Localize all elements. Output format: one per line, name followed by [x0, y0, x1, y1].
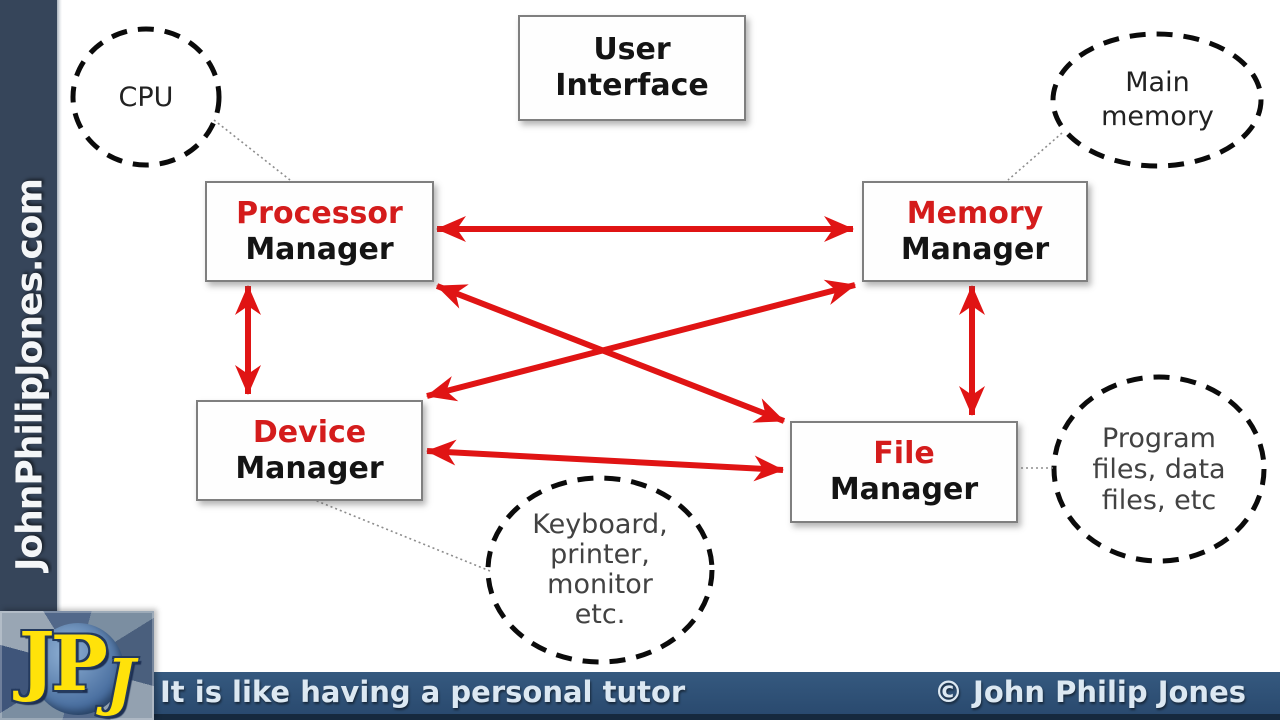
processor-word: Processor	[236, 195, 403, 231]
device-word: Device	[252, 414, 367, 450]
sidebar-divider	[57, 0, 62, 720]
memory-word: Memory	[906, 195, 1044, 231]
jpj-logo: J P J	[0, 611, 154, 720]
user-interface-line2: Interface	[555, 68, 709, 103]
processor-manager-box: Processor Manager	[205, 181, 434, 282]
file-manager-box: File Manager	[790, 421, 1018, 523]
file-manager-word: Manager	[829, 472, 979, 507]
connector-mainmemory-memory	[1007, 132, 1063, 181]
file-word: File	[873, 436, 935, 471]
arrow-memory-device	[426, 279, 856, 402]
footer-bottom-strip	[0, 714, 1280, 720]
program-files-label: Program files, data files, etc	[1092, 422, 1226, 516]
device-manager-box: Device Manager	[196, 400, 423, 501]
sidebar	[0, 0, 57, 720]
footer-bar: It is like having a personal tutor © Joh…	[0, 672, 1280, 714]
arrow-device-file	[426, 439, 784, 482]
device-manager-word: Manager	[235, 450, 384, 486]
arrow-processor-file	[435, 283, 786, 424]
user-interface-box: User Interface	[518, 15, 746, 121]
memory-manager-box: Memory Manager	[862, 181, 1088, 282]
peripherals-label: Keyboard, printer, monitor etc.	[532, 509, 668, 630]
user-interface-line1: User	[593, 32, 671, 67]
processor-manager-word: Manager	[245, 231, 394, 267]
site-name-vertical: JohnPhilipJones.com	[9, 178, 51, 572]
memory-manager-word: Manager	[900, 231, 1050, 267]
connector-peripherals-device	[311, 498, 491, 572]
footer-tagline: It is like having a personal tutor	[160, 675, 686, 709]
jpj-logo-letters: J P J	[18, 615, 136, 718]
footer-copyright: © John Philip Jones	[933, 675, 1246, 709]
main-memory-label: Main memory	[1101, 67, 1214, 132]
cpu-label: CPU	[118, 81, 174, 113]
jpj-logo-disc	[32, 623, 124, 715]
connector-cpu-processor	[213, 119, 291, 181]
